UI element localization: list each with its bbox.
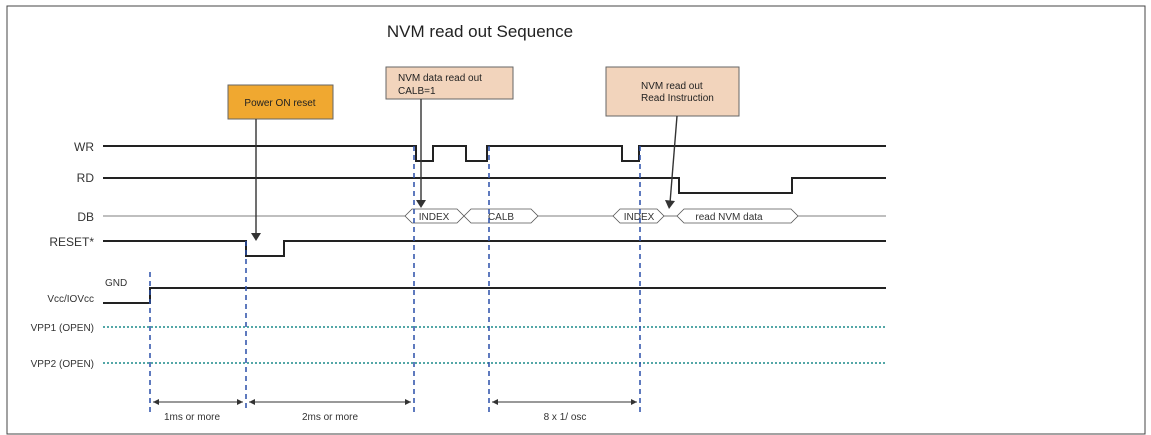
signal-label-vpp2: VPP2 (OPEN) xyxy=(31,359,94,370)
callout-nvm-data-read-out: NVM data read out CALB=1 xyxy=(385,66,514,208)
diagram-border xyxy=(6,5,1146,435)
signal-label-reset: RESET* xyxy=(49,235,94,249)
timing-1ms-label: 1ms or more xyxy=(164,412,221,423)
timing-2ms-label: 2ms or more xyxy=(302,412,359,423)
callout-nvm-read-line1: NVM read out xyxy=(641,81,703,92)
timing-2ms-arrow-right xyxy=(405,399,411,405)
callout-power-on-text: Power ON reset xyxy=(244,98,315,109)
signal-label-vpp1: VPP1 (OPEN) xyxy=(31,323,94,334)
callout-nvm-data-box xyxy=(385,66,514,100)
timing-2ms-arrow-left xyxy=(249,399,255,405)
callout-nvm-data-line1: NVM data read out xyxy=(398,73,482,84)
callout-power-on-box xyxy=(227,84,334,120)
timing-8osc-arrow-right xyxy=(631,399,637,405)
db-label-index-2: INDEX xyxy=(624,212,655,223)
timing-8osc-label: 8 x 1/ osc xyxy=(544,412,587,423)
signal-label-wr: WR xyxy=(74,140,94,154)
gnd-label: GND xyxy=(105,278,127,289)
db-label-index-1: INDEX xyxy=(419,212,450,223)
callout-nvm-read-instruction: NVM read out Read Instruction xyxy=(605,66,740,209)
wr-waveform xyxy=(103,145,886,162)
db-label-calb: CALB xyxy=(488,212,514,223)
timing-1ms-arrow-right xyxy=(237,399,243,405)
callout-power-on-arrowhead xyxy=(251,233,261,241)
diagram-title: NVM read out Sequence xyxy=(387,22,573,41)
timing-8osc: 8 x 1/ osc xyxy=(492,399,637,423)
reset-waveform xyxy=(103,240,886,257)
timing-1ms-arrow-left xyxy=(153,399,159,405)
db-bus: INDEX CALB INDEX read NVM data xyxy=(103,208,886,224)
callout-nvm-read-arrowhead xyxy=(665,200,675,209)
callout-nvm-read-pointer xyxy=(669,115,678,204)
timing-8osc-arrow-left xyxy=(492,399,498,405)
rd-waveform xyxy=(103,177,886,194)
signal-label-vcc: Vcc/IOVcc xyxy=(47,294,94,305)
timing-2ms: 2ms or more xyxy=(249,399,411,423)
timing-1ms: 1ms or more xyxy=(153,399,243,423)
callout-nvm-data-arrowhead xyxy=(416,200,426,208)
callout-nvm-data-line2: CALB=1 xyxy=(398,86,436,97)
db-label-read-nvm: read NVM data xyxy=(695,212,763,223)
callout-nvm-read-box xyxy=(605,66,740,117)
signal-label-db: DB xyxy=(77,210,94,224)
signal-label-rd: RD xyxy=(77,171,95,185)
callout-power-on-reset: Power ON reset xyxy=(227,84,334,241)
vcc-waveform xyxy=(103,287,886,304)
callout-nvm-read-line2: Read Instruction xyxy=(641,93,714,104)
